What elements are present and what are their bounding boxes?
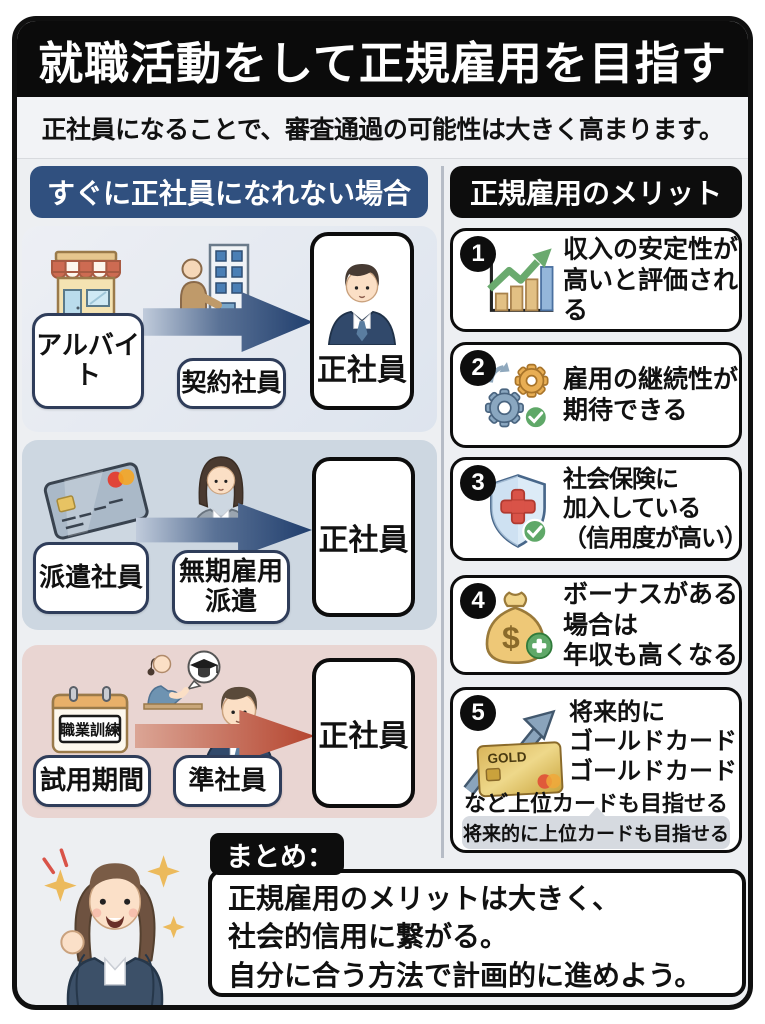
summary-box: 正規雇用のメリットは大きく、 社会的信用に繋がる。 自分に合う方法で計画的に進め…: [208, 869, 746, 997]
goal-label: 正社員: [317, 354, 407, 387]
credit-card-icon: [43, 462, 149, 540]
teacher-lesson-icon: [143, 650, 221, 710]
merit-item-2: 2: [450, 342, 742, 448]
number-badge-5: 5: [460, 695, 496, 731]
right-column-header: 正規雇用のメリット: [450, 166, 742, 218]
summary-line-2: 社会的信用に繋がる。: [228, 921, 509, 953]
summary-line-1: 正規雇用のメリットは大きく、: [228, 883, 621, 914]
merit-item-1: 1 収入の安定性が 高いと評価され る: [450, 228, 742, 332]
infographic-card: 就職活動をして正規雇用を目指す 正社員になることで、審査通過の可能性は大きく高ま…: [12, 16, 753, 1010]
shield-medical-check-icon: [490, 474, 548, 548]
calendar-badge-label: 職業訓練: [60, 721, 120, 739]
merit-caption-5: 将来的に上位カードも目指せる: [462, 807, 730, 849]
number-badge-4: 4: [460, 583, 496, 619]
column-divider: [441, 166, 444, 858]
goal-label: 正社員: [318, 720, 409, 753]
merit-item-4: 4 $ ボーナスがある 場合は 年収も高くなる: [450, 575, 742, 675]
label-indefinite-dispatch: 無期雇用派遣: [172, 550, 290, 624]
calendar-icon: 職業訓練: [51, 686, 129, 754]
merit-text-4: ボーナスがある 場合は 年収も高くなる: [563, 580, 739, 670]
label-trial-period: 試用期間: [33, 755, 151, 807]
path-panel-training: 職業訓練: [22, 645, 437, 818]
number-badge-2: 2: [460, 350, 496, 386]
label-contract-employee: 契約社員: [177, 358, 286, 409]
gold-card-label: GOLD: [487, 749, 527, 766]
svg-text:$: $: [502, 620, 520, 656]
goal-label: 正社員: [318, 524, 409, 557]
merit-text-1: 収入の安定性が 高いと評価され る: [563, 235, 739, 325]
merit-item-3: 3 社会保険に 加入している （信用度が高い）: [450, 457, 748, 561]
merit-item-5: 5 GOLD 将来的に ゴールドカード: [450, 687, 742, 853]
merit-text-3: 社会保険に 加入している （信用度が高い）: [563, 466, 748, 552]
left-column-header: すぐに正社員になれない場合: [30, 166, 428, 218]
gears-check-icon: [484, 362, 549, 430]
label-associate-employee: 準社員: [173, 755, 282, 807]
goal-box-regular-employee-2: 正社員: [312, 457, 415, 617]
summary-line-3: 自分に合う方法で計画的に進めよう。: [228, 959, 703, 991]
page-subtitle: 正社員になることで、審査通過の可能性は大きく高まります。: [17, 97, 748, 159]
bar-chart-growth-icon: [487, 248, 554, 312]
money-bag-plus-icon: $: [485, 591, 553, 665]
page-title: 就職活動をして正規雇用を目指す: [38, 37, 727, 89]
path-panel-parttime: アルバイト 契約社員 正社員: [22, 226, 437, 432]
businessman-avatar: [327, 264, 397, 345]
goal-box-regular-employee-3: 正社員: [312, 658, 415, 808]
label-dispatch-employee: 派遣社員: [33, 542, 149, 614]
number-badge-3: 3: [460, 465, 496, 501]
cheering-businesswoman-illustration: [42, 848, 185, 1005]
title-bar: 就職活動をして正規雇用を目指す: [17, 21, 748, 97]
number-badge-1: 1: [460, 236, 496, 272]
label-part-time: アルバイト: [32, 313, 144, 409]
goal-box-regular-employee-1: 正社員: [310, 232, 414, 410]
summary-label: まとめ：: [210, 833, 344, 875]
gold-card-growth-icon: GOLD: [463, 709, 564, 798]
merit-text-2: 雇用の継続性が 期待できる: [563, 365, 739, 425]
merit-text-5: 将来的に ゴールドカード ゴールドカード: [569, 699, 737, 785]
path-panel-dispatch: 派遣社員 無期雇用派遣 正社員: [22, 440, 437, 630]
